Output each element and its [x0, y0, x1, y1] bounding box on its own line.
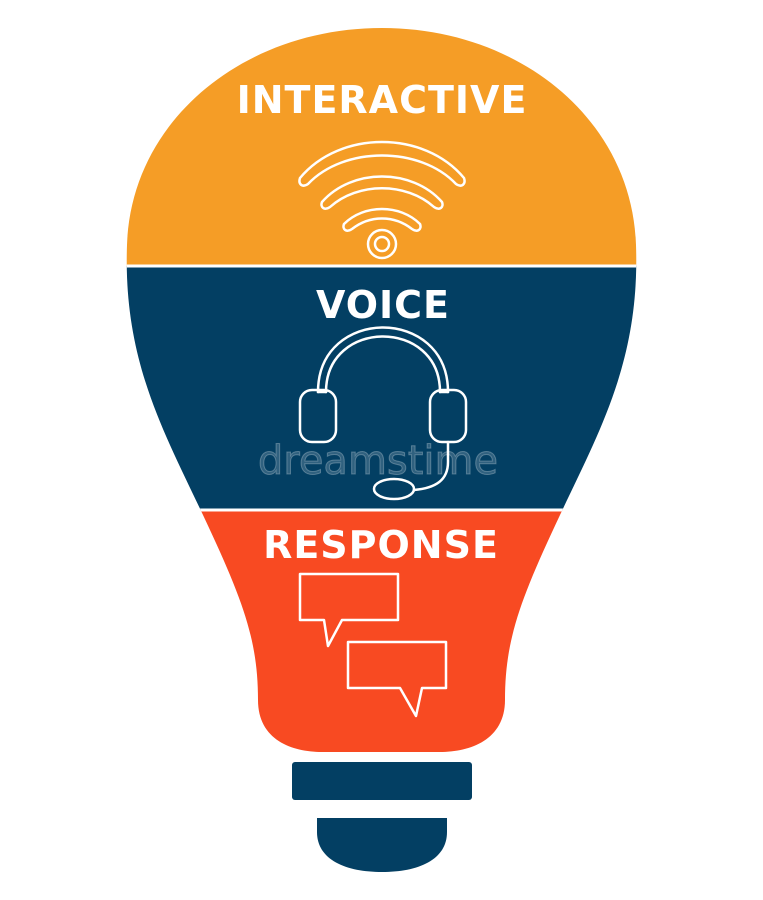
segment-label-voice: VOICE	[316, 283, 450, 327]
segment-interactive-band	[126, 28, 637, 266]
bulb-base-cap	[317, 818, 447, 872]
wifi-icon	[298, 140, 466, 260]
watermark-text: dreamstime	[258, 438, 498, 484]
bulb-base-collar	[292, 762, 472, 800]
segment-label-response: RESPONSE	[263, 523, 499, 567]
segment-label-interactive: INTERACTIVE	[237, 78, 528, 122]
speech-bubbles-icon	[298, 572, 448, 718]
headset-icon	[298, 326, 468, 501]
segment-voice-band	[126, 266, 637, 510]
